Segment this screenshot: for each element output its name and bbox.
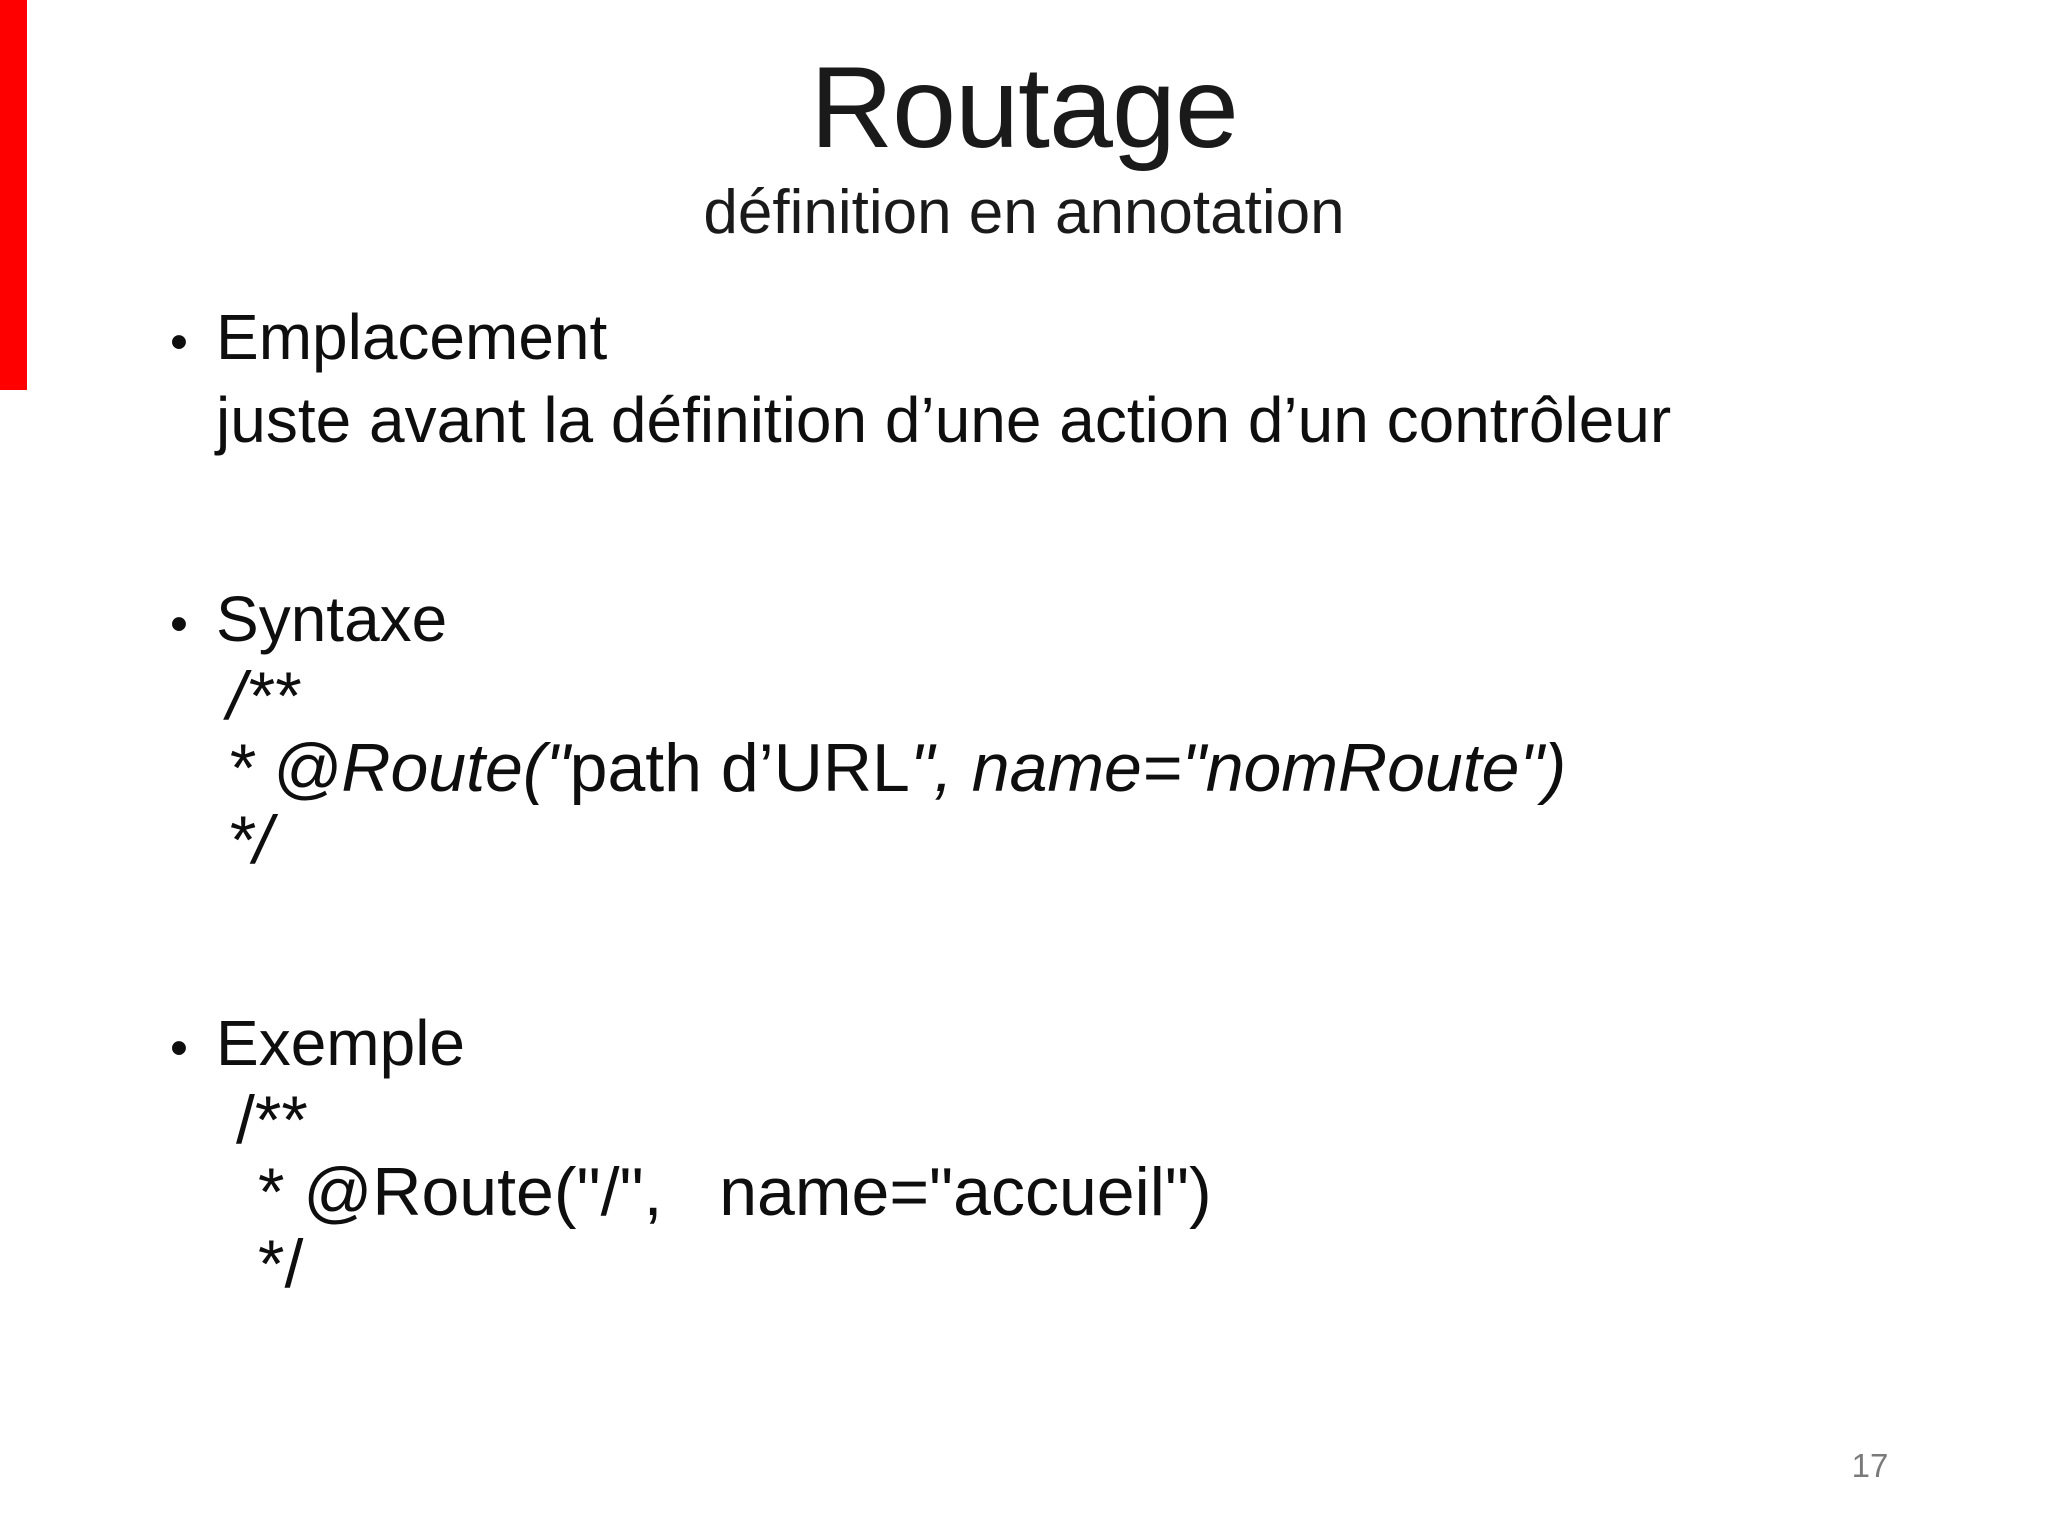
syntaxe-code-suffix: ", name="nomRoute") xyxy=(909,730,1567,806)
slide-subtitle: définition en annotation xyxy=(703,178,1345,247)
red-marker-bar xyxy=(0,0,27,390)
page-number: 17 xyxy=(1851,1447,1889,1484)
bullet-marker: • xyxy=(170,1019,188,1076)
bullet-heading-exemple: Exemple xyxy=(216,1007,465,1079)
syntaxe-code-line: * @Route("path d’URL", name="nomRoute") xyxy=(227,732,1566,804)
bullet-group-exemple: • Exemple /** * @Route("/", name="accueil… xyxy=(170,1007,1212,1300)
bullet-line: • Syntaxe xyxy=(170,583,1566,660)
slide-title: Routage xyxy=(810,44,1239,172)
bullet-heading-syntaxe: Syntaxe xyxy=(216,583,448,655)
bullet-marker: • xyxy=(170,595,188,652)
bullet-marker: • xyxy=(170,313,188,370)
exemple-code-line: * @Route("/", name="accueil") xyxy=(258,1154,1212,1230)
bullet-group-syntaxe: • Syntaxe /** * @Route("path d’URL", name… xyxy=(170,583,1566,876)
bullet-group-emplacement: • Emplacement juste avant la définition d… xyxy=(170,298,1671,459)
syntaxe-code-placeholder: path d’URL xyxy=(569,730,910,806)
syntaxe-comment-close: */ xyxy=(227,802,273,878)
syntaxe-comment-open: /** xyxy=(227,658,299,734)
bullet-line: • Exemple xyxy=(170,1007,1212,1084)
syntaxe-code-prefix: * @Route(" xyxy=(227,730,570,806)
exemple-comment-open: /** xyxy=(236,1082,308,1158)
bullet-heading-emplacement: Emplacement xyxy=(216,301,608,373)
exemple-comment-close: */ xyxy=(258,1226,304,1302)
bullet-line: • Emplacement xyxy=(170,298,1671,381)
bullet-body-emplacement: juste avant la définition d’une action d… xyxy=(216,384,1672,456)
